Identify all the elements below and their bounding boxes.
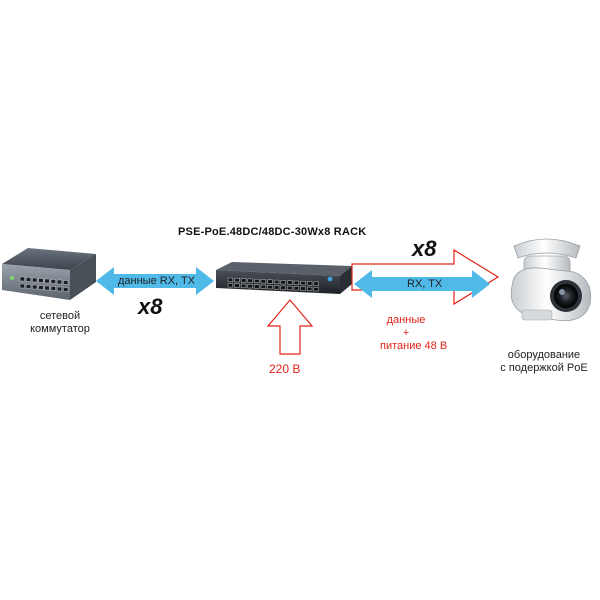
link-left-label: данные RX, TX (118, 275, 196, 287)
diagram-title: PSE-PoE.48DC/48DC-30Wx8 RACK (178, 226, 367, 238)
port (56, 286, 63, 292)
link-right-label: RX, TX (407, 278, 443, 290)
link-left-multiplier: x8 (138, 294, 163, 319)
port (44, 278, 50, 284)
port (63, 280, 69, 285)
port (32, 284, 38, 290)
port (254, 278, 260, 284)
switch-label: сетевой коммутатор (10, 310, 110, 336)
port (267, 285, 273, 290)
port (234, 283, 240, 288)
port (287, 285, 293, 291)
port (227, 277, 234, 282)
port (273, 279, 280, 284)
port (19, 276, 25, 282)
port (293, 280, 300, 285)
device-label: оборудование с подержкой PoE (490, 349, 598, 375)
port (247, 278, 253, 283)
port (306, 281, 313, 286)
port (25, 277, 32, 282)
switch-label-line2: коммутатор (30, 323, 90, 335)
port (50, 279, 56, 284)
port (25, 284, 32, 289)
port (273, 285, 280, 290)
note-line-plus: + (402, 327, 410, 339)
port (19, 283, 25, 289)
device-label-line1: оборудование (507, 349, 581, 361)
network-switch-image (2, 248, 96, 300)
note-line-data: данные (386, 314, 426, 326)
port (240, 283, 247, 288)
port (56, 279, 63, 285)
port (38, 278, 44, 283)
data-link-arrow-right (354, 270, 490, 298)
port (254, 284, 260, 289)
port (50, 286, 56, 291)
power-input-label: 220 В (269, 362, 301, 376)
port (44, 285, 50, 291)
link-right-multiplier: x8 (412, 236, 437, 261)
port (306, 286, 313, 291)
port (227, 283, 234, 288)
port (247, 284, 253, 289)
port (38, 285, 44, 290)
port (32, 277, 38, 283)
port (313, 281, 319, 286)
port (234, 278, 240, 283)
port (280, 280, 286, 285)
port (280, 285, 286, 290)
poe-camera-image (510, 238, 592, 322)
port (63, 287, 69, 292)
port (313, 287, 319, 292)
port (287, 280, 293, 285)
port (240, 278, 247, 283)
device-label-line2: с подержкой PoE (500, 362, 588, 374)
port (300, 286, 306, 291)
port (267, 279, 273, 284)
note-line-power: питание 48 В (380, 340, 448, 352)
port (293, 286, 300, 291)
power-input-arrow (266, 299, 314, 355)
port (300, 281, 306, 286)
switch-label-line1: сетевой (39, 310, 81, 322)
data-link-arrow-left (96, 267, 214, 295)
device-line-note: данные + (376, 314, 436, 340)
pse-rack-unit-image (216, 262, 352, 294)
port (260, 279, 267, 284)
port (260, 284, 267, 289)
